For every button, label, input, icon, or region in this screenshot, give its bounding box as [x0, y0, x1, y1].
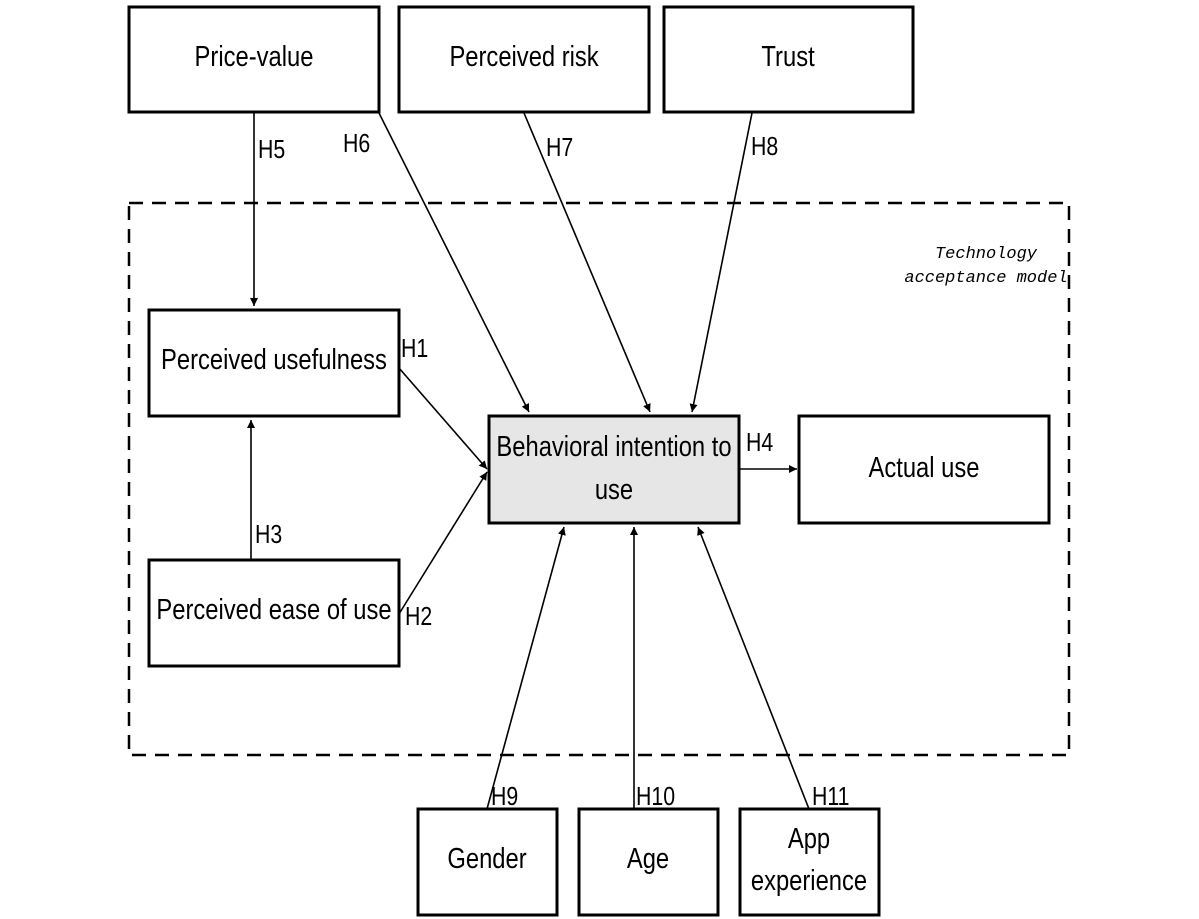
behavioral-intention-label-line2: use [595, 473, 633, 506]
app-experience-label-line2: experience [751, 864, 867, 897]
actual-use-label: Actual use [869, 451, 980, 484]
hypothesis-h7-label: H7 [546, 133, 573, 163]
hypothesis-h6-label: H6 [343, 129, 370, 159]
perceived-risk-label: Perceived risk [449, 40, 599, 73]
price-value-box [127, 5, 381, 114]
trust-label: Trust [761, 40, 815, 73]
hypothesis-h4-label: H4 [746, 428, 773, 458]
perceived-usefulness-label: Perceived usefulness [161, 343, 387, 376]
hypothesis-h2-label: H2 [405, 602, 432, 632]
tam-frame [127, 201, 1071, 757]
arrow-h6 [378, 112, 530, 413]
tam-frame-label-line1: Technology [935, 245, 1038, 264]
app-experience-box [738, 807, 881, 917]
gender-label: Gender [447, 842, 526, 875]
arrow-h8 [689, 112, 753, 413]
hypothesis-h3-label: H3 [255, 520, 282, 550]
arrow-h9 [486, 526, 566, 810]
hypothesis-h10-label: H10 [636, 782, 675, 812]
behavioral-intention-box [487, 414, 741, 525]
perceived-ease-of-use-label: Perceived ease of use [156, 593, 391, 626]
behavioral-intention-label-line1: Behavioral intention to [496, 430, 731, 463]
price-value-label: Price-value [195, 40, 314, 73]
arrow-h2 [398, 471, 488, 615]
hypothesis-h5-label: H5 [258, 135, 285, 165]
perceived-usefulness-box [147, 308, 401, 418]
age-box [577, 807, 720, 917]
trust-box [662, 5, 915, 114]
hypothesis-h9-label: H9 [491, 782, 518, 812]
perceived-risk-box [397, 5, 651, 114]
tam-frame-label-line2: acceptance model [904, 269, 1067, 288]
hypothesis-h11-label: H11 [812, 782, 850, 812]
arrow-h1 [398, 367, 488, 470]
hypothesis-h8-label: H8 [751, 132, 778, 162]
app-experience-label-line1: App [788, 822, 830, 855]
arrow-h7 [523, 112, 651, 413]
hypothesis-h1-label: H1 [401, 334, 428, 364]
age-label: Age [627, 842, 669, 875]
arrow-h11 [697, 526, 810, 810]
actual-use-box [797, 414, 1051, 525]
